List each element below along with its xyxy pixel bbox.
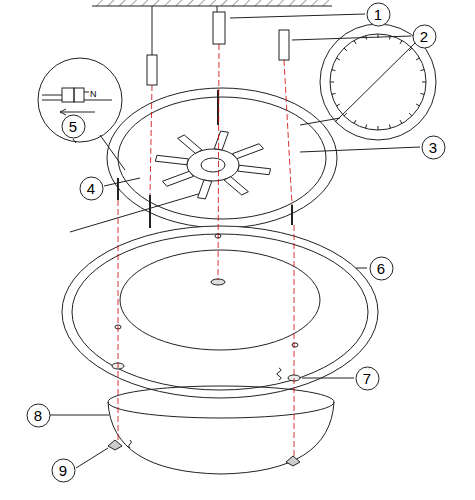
shade-rim xyxy=(72,234,368,390)
callout-circle: 3 xyxy=(421,135,446,160)
inset-leader xyxy=(100,135,125,170)
inset-circle xyxy=(320,24,436,140)
spring xyxy=(129,440,132,448)
ring-ticks xyxy=(330,34,426,130)
ceiling-line xyxy=(92,6,332,7)
screw xyxy=(117,178,119,200)
anchor-line xyxy=(217,6,218,12)
anchor-line xyxy=(152,6,153,55)
base-plate xyxy=(107,88,337,228)
terminal-block xyxy=(42,88,112,115)
wall-plug xyxy=(147,55,157,85)
glass-rim xyxy=(108,386,334,418)
callout-circle: 8 xyxy=(26,403,51,428)
shade-inner xyxy=(120,250,320,350)
callout-circle: 2 xyxy=(412,24,437,49)
callout-number: 8 xyxy=(34,408,42,423)
glass-bowl xyxy=(108,402,334,474)
finial-nut xyxy=(108,440,122,450)
inset-leader xyxy=(300,118,340,125)
wire-label: N xyxy=(89,90,98,99)
inset-circle xyxy=(38,58,122,142)
callout-number: 1 xyxy=(374,7,382,22)
callout-circle: 1 xyxy=(366,2,391,27)
callout-circle: 5 xyxy=(61,114,86,139)
screw xyxy=(149,195,151,228)
callout-number: 6 xyxy=(377,261,385,276)
callout-number: 5 xyxy=(69,119,77,134)
wall-plug xyxy=(279,30,289,60)
callout-number: 7 xyxy=(363,371,371,386)
inset-line xyxy=(335,42,416,122)
callout-number: 4 xyxy=(87,181,95,196)
callout-number: 9 xyxy=(59,463,67,478)
inset-ring xyxy=(330,34,426,130)
mounting-bracket xyxy=(155,131,270,199)
assembly-axis xyxy=(118,44,294,456)
callout-circle: 4 xyxy=(79,176,104,201)
screw xyxy=(291,205,293,225)
spring xyxy=(277,368,281,380)
ceiling xyxy=(92,0,332,6)
callout-circle: 7 xyxy=(355,366,380,391)
callout-number: 3 xyxy=(429,140,437,155)
callout-circle: 6 xyxy=(369,256,394,281)
callout-circle: 9 xyxy=(51,458,76,483)
finial-nut xyxy=(286,456,300,466)
lamp-shade xyxy=(62,226,378,398)
hole xyxy=(292,343,298,347)
wall-plug xyxy=(213,12,225,44)
leader-lines xyxy=(50,14,420,468)
callout-number: 2 xyxy=(420,29,428,44)
